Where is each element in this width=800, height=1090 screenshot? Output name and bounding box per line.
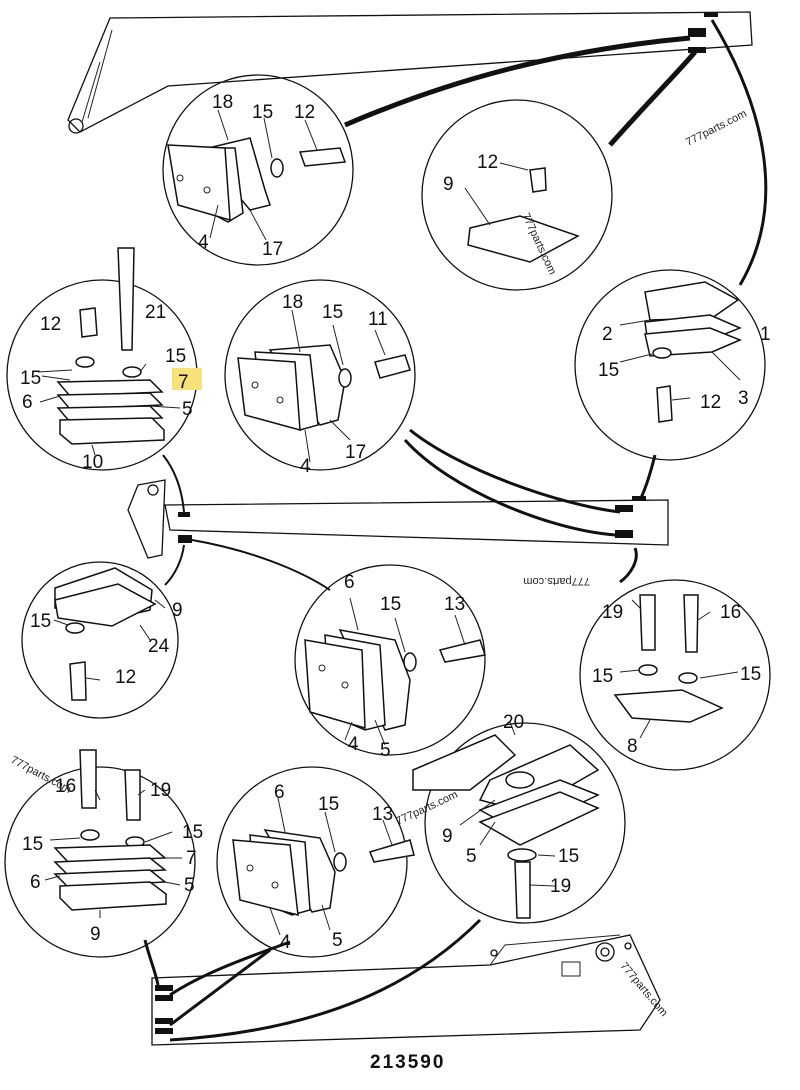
callout-label-7: 7	[178, 372, 189, 393]
callout-label-16: 16	[55, 776, 76, 797]
detail-circle-a	[162, 74, 354, 266]
watermark: 777parts.com	[394, 789, 459, 828]
callout-label-5: 5	[182, 399, 193, 420]
callout-label-4: 4	[198, 232, 209, 253]
watermark: 777parts.com	[523, 575, 590, 587]
detail-circle-j	[4, 749, 196, 958]
callout-label-9: 9	[90, 924, 101, 945]
callout-label-15: 15	[20, 368, 41, 389]
leader-curves	[143, 19, 768, 1042]
callout-label-10: 10	[82, 452, 103, 473]
callout-label-5: 5	[380, 740, 391, 761]
callout-label-13: 13	[372, 804, 393, 825]
callout-label-6: 6	[30, 872, 41, 893]
callout-label-8: 8	[627, 736, 638, 757]
callout-label-12: 12	[40, 314, 61, 335]
callout-label-15: 15	[558, 846, 579, 867]
callout-label-15: 15	[22, 834, 43, 855]
callout-label-17: 17	[262, 239, 283, 260]
callout-label-15: 15	[592, 666, 613, 687]
callout-label-18: 18	[212, 92, 233, 113]
callout-label-15: 15	[30, 611, 51, 632]
callout-label-15: 15	[322, 302, 343, 323]
callout-label-20: 20	[503, 712, 524, 733]
callout-label-4: 4	[300, 456, 311, 477]
callout-label-15: 15	[598, 360, 619, 381]
detail-circle-c	[6, 247, 198, 471]
callout-label-4: 4	[348, 734, 359, 755]
callout-label-6: 6	[274, 782, 285, 803]
callout-label-9: 9	[442, 826, 453, 847]
callout-label-12: 12	[700, 392, 721, 413]
watermark: 777parts.com	[684, 108, 749, 149]
detail-circle-e	[574, 269, 766, 461]
figure-number: 213590	[370, 1052, 445, 1073]
callout-label-15: 15	[318, 794, 339, 815]
callout-label-19: 19	[550, 876, 571, 897]
detail-circle-k	[216, 766, 415, 958]
callout-label-15: 15	[740, 664, 761, 685]
callout-highlight	[172, 368, 202, 390]
callout-label-12: 12	[477, 152, 498, 173]
callout-label-19: 19	[150, 780, 171, 801]
callout-label-5: 5	[184, 875, 195, 896]
detail-circle-g	[294, 564, 486, 756]
callout-label-15: 15	[252, 102, 273, 123]
callout-label-13: 13	[444, 594, 465, 615]
callout-label-3: 3	[738, 388, 749, 409]
callout-label-6: 6	[344, 572, 355, 593]
callout-label-9: 9	[443, 174, 454, 195]
callout-label-15: 15	[182, 822, 203, 843]
detail-circle-h	[579, 579, 771, 771]
callout-label-15: 15	[380, 594, 401, 615]
detail-circle-b	[421, 99, 613, 291]
callout-label-15: 15	[165, 346, 186, 367]
callout-label-24: 24	[148, 636, 170, 657]
callout-label-5: 5	[332, 930, 343, 951]
detail-circle-i	[412, 721, 626, 924]
boom-section-bottom	[151, 934, 661, 1046]
callout-label-17: 17	[345, 442, 366, 463]
callout-label-12: 12	[115, 667, 136, 688]
detail-circle-d	[224, 279, 416, 471]
detail-circle-f	[21, 561, 179, 719]
callout-label-16: 16	[720, 602, 741, 623]
callout-label-5: 5	[466, 846, 477, 867]
callout-label-12: 12	[294, 102, 315, 123]
callout-label-4: 4	[280, 932, 291, 953]
boom-section-top	[67, 11, 753, 134]
callout-label-21: 21	[145, 302, 166, 323]
callout-label-7: 7	[186, 848, 197, 869]
watermark: 777parts.com	[618, 960, 670, 1019]
boom-section-middle	[127, 479, 669, 559]
callout-label-1: 1	[760, 324, 771, 345]
callout-label-18: 18	[282, 292, 303, 313]
callout-label-2: 2	[602, 324, 613, 345]
callout-label-19: 19	[602, 602, 623, 623]
callout-label-9: 9	[172, 600, 183, 621]
callout-label-6: 6	[22, 392, 33, 413]
callout-label-11: 11	[368, 309, 388, 330]
